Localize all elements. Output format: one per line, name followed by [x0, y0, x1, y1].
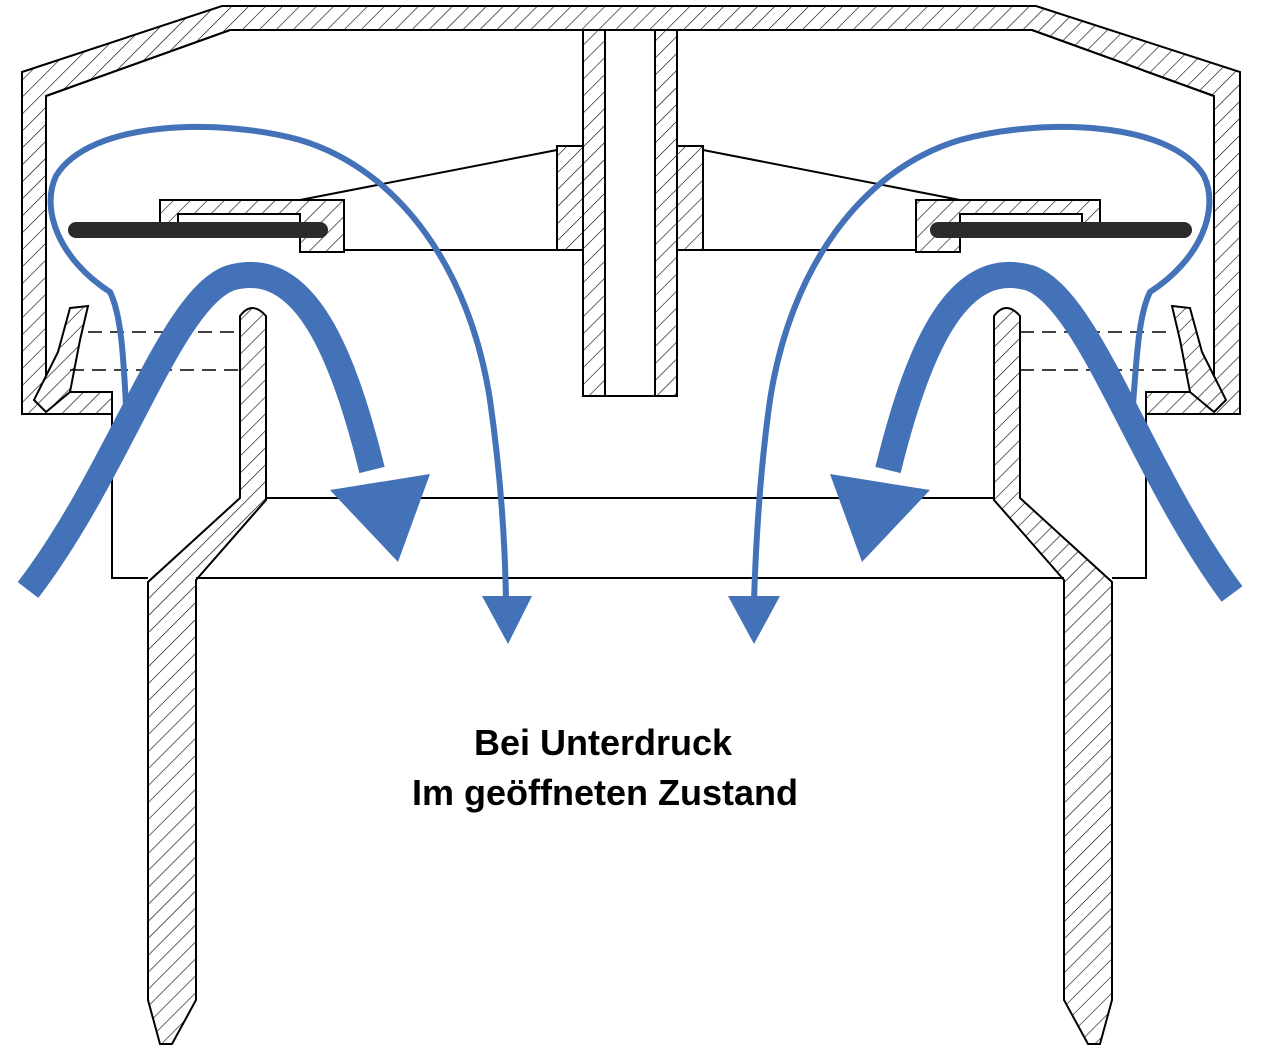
valve-cap-housing: [21, 5, 1241, 415]
caption-line-2: Im geöffneten Zustand: [412, 772, 798, 813]
thick-flow-arrow-left: [17, 262, 385, 598]
caption-line-1: Bei Unterdruck: [474, 722, 733, 763]
airflow-arrows: [17, 123, 1243, 644]
thin-flow-arrow-left: [47, 123, 509, 601]
thin-flow-arrow-right: [751, 123, 1213, 601]
thin-arrowhead-left: [482, 596, 532, 644]
seal-disc-right: [930, 222, 1192, 238]
central-stem: [556, 29, 704, 397]
seat-lips: [32, 304, 1228, 414]
seal-disc-left: [68, 222, 328, 238]
pipe-body: [111, 307, 1147, 1045]
diaphragm-plate: [159, 149, 1101, 253]
thick-flow-arrow-right: [875, 262, 1243, 602]
thick-arrowhead-left: [330, 474, 430, 562]
diagram-caption: Bei Unterdruck Im geöffneten Zustand: [330, 718, 970, 818]
thin-arrowhead-right: [728, 596, 780, 644]
thick-arrowhead-right: [830, 474, 930, 562]
